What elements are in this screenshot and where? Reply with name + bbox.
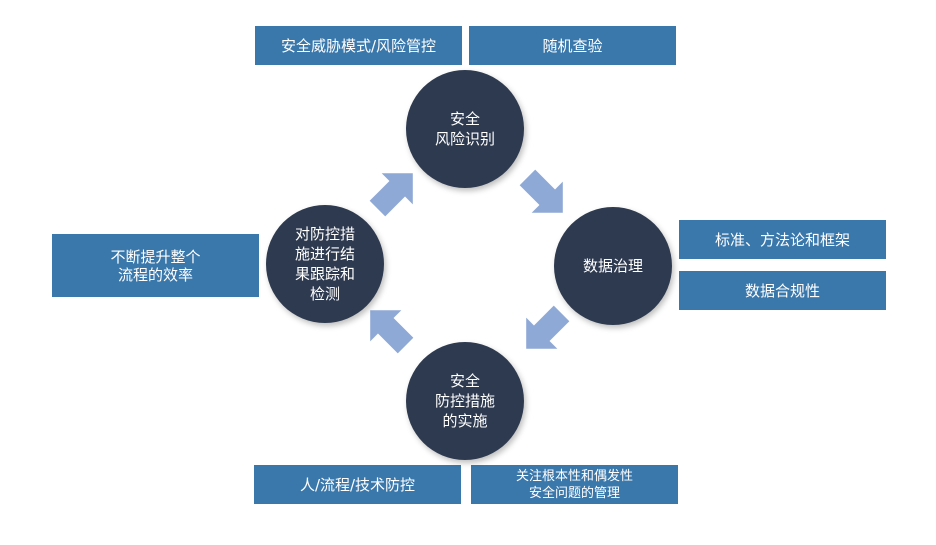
node-security-risk-identification: 安全 风险识别	[406, 70, 524, 188]
arrow-bottom-to-left-icon	[370, 310, 414, 354]
box-improve-process-efficiency: 不断提升整个 流程的效率	[52, 234, 259, 297]
arrow-top-to-right-icon	[519, 169, 563, 213]
box-random-inspection: 随机查验	[469, 26, 676, 65]
node-data-governance: 数据治理	[554, 207, 672, 325]
node-security-control-implementation: 安全 防控措施 的实施	[406, 342, 524, 460]
node-result-tracking-and-monitoring: 对防控措 施进行结 果跟踪和 检测	[266, 205, 384, 323]
box-threat-model-risk-control: 安全威胁模式/风险管控	[255, 26, 462, 65]
box-data-compliance: 数据合规性	[679, 271, 886, 310]
box-people-process-tech-control: 人/流程/技术防控	[254, 465, 461, 504]
box-standards-methods-frameworks: 标准、方法论和框架	[679, 220, 886, 259]
arrow-left-to-top-icon	[369, 173, 413, 217]
arrow-right-to-bottom-icon	[526, 305, 570, 349]
box-root-cause-incident-management: 关注根本性和偶发性 安全问题的管理	[471, 465, 678, 504]
